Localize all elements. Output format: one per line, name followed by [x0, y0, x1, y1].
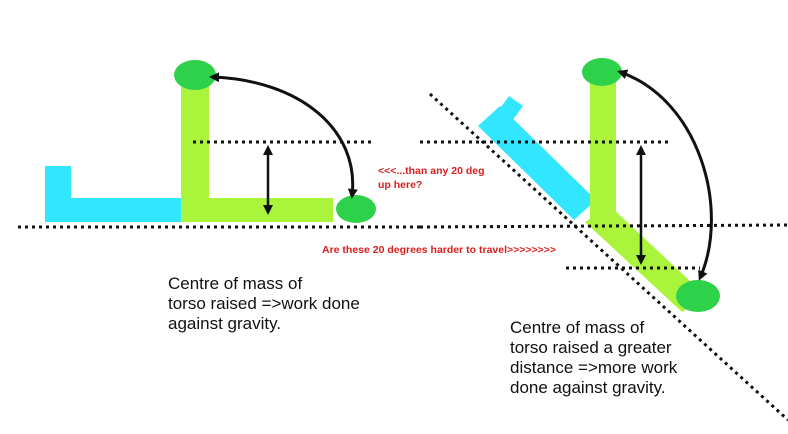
left-caption-line-2: torso raised =>work done — [168, 294, 360, 313]
left-torso-vertical — [181, 75, 209, 222]
right-caption-line-2: torso raised a greater — [510, 338, 672, 357]
left-caption-line-1: Centre of mass of — [168, 274, 303, 293]
left-top-centre-of-mass — [174, 60, 216, 90]
lower-question-note: Are these 20 degrees harder to travel>>>… — [322, 243, 556, 257]
right-caption: Centre of mass of torso raised a greater… — [510, 318, 677, 398]
lower-question-line: Are these 20 degrees harder to travel>>>… — [322, 244, 557, 256]
left-rotation-arrow — [209, 72, 358, 199]
right-caption-line-1: Centre of mass of — [510, 318, 645, 337]
left-torso-horizontal — [181, 198, 333, 222]
right-rotation-arrow — [617, 69, 713, 281]
left-caption: Centre of mass of torso raised =>work do… — [168, 274, 360, 334]
upper-question-line-1: <<<...than any 20 deg — [378, 165, 485, 177]
right-torso-vertical — [590, 72, 616, 222]
right-top-centre-of-mass — [582, 58, 622, 86]
right-caption-line-4: done against gravity. — [510, 378, 666, 397]
left-bottom-centre-of-mass — [336, 195, 376, 223]
left-caption-line-3: against gravity. — [168, 314, 282, 333]
right-caption-line-3: distance =>more work — [510, 358, 678, 377]
right-legs-foot — [490, 96, 523, 132]
right-bottom-centre-of-mass — [676, 280, 720, 312]
left-legs-horizontal — [45, 198, 185, 222]
upper-question-note: <<<...than any 20 deg up here? — [378, 164, 485, 192]
right-legs — [478, 106, 596, 220]
upper-question-line-2: up here? — [378, 179, 423, 191]
right-middle-dotted-line — [419, 223, 788, 229]
